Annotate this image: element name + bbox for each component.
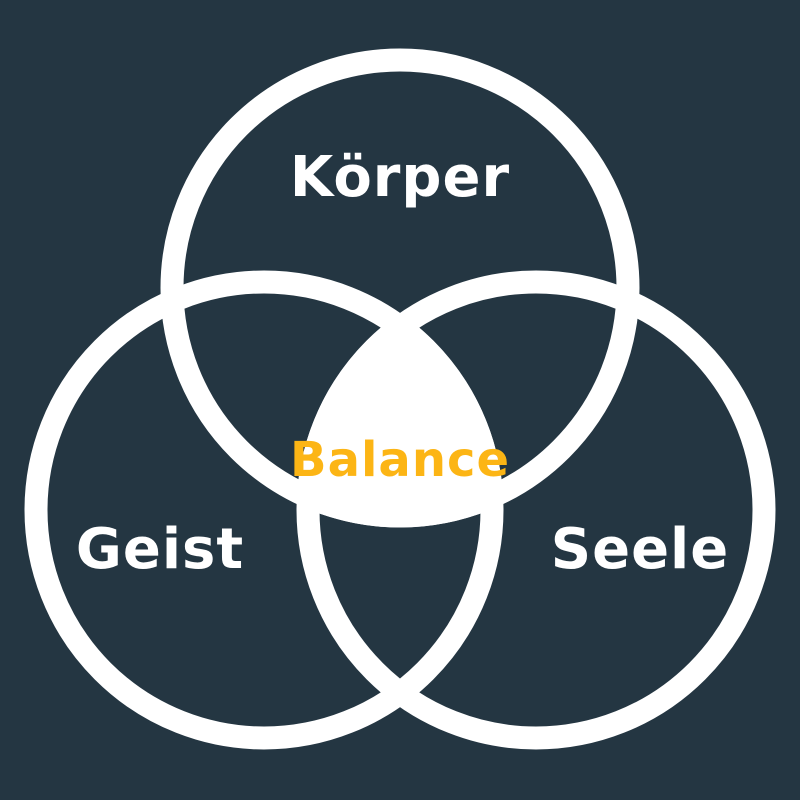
koerper-circle [160, 48, 640, 528]
geist-label: Geist [76, 517, 244, 582]
balance-label: Balance [290, 432, 510, 488]
geist-circle [24, 270, 504, 750]
seele-circle [296, 270, 776, 750]
seele-label: Seele [551, 517, 729, 582]
koerper-label: Körper [290, 145, 510, 210]
